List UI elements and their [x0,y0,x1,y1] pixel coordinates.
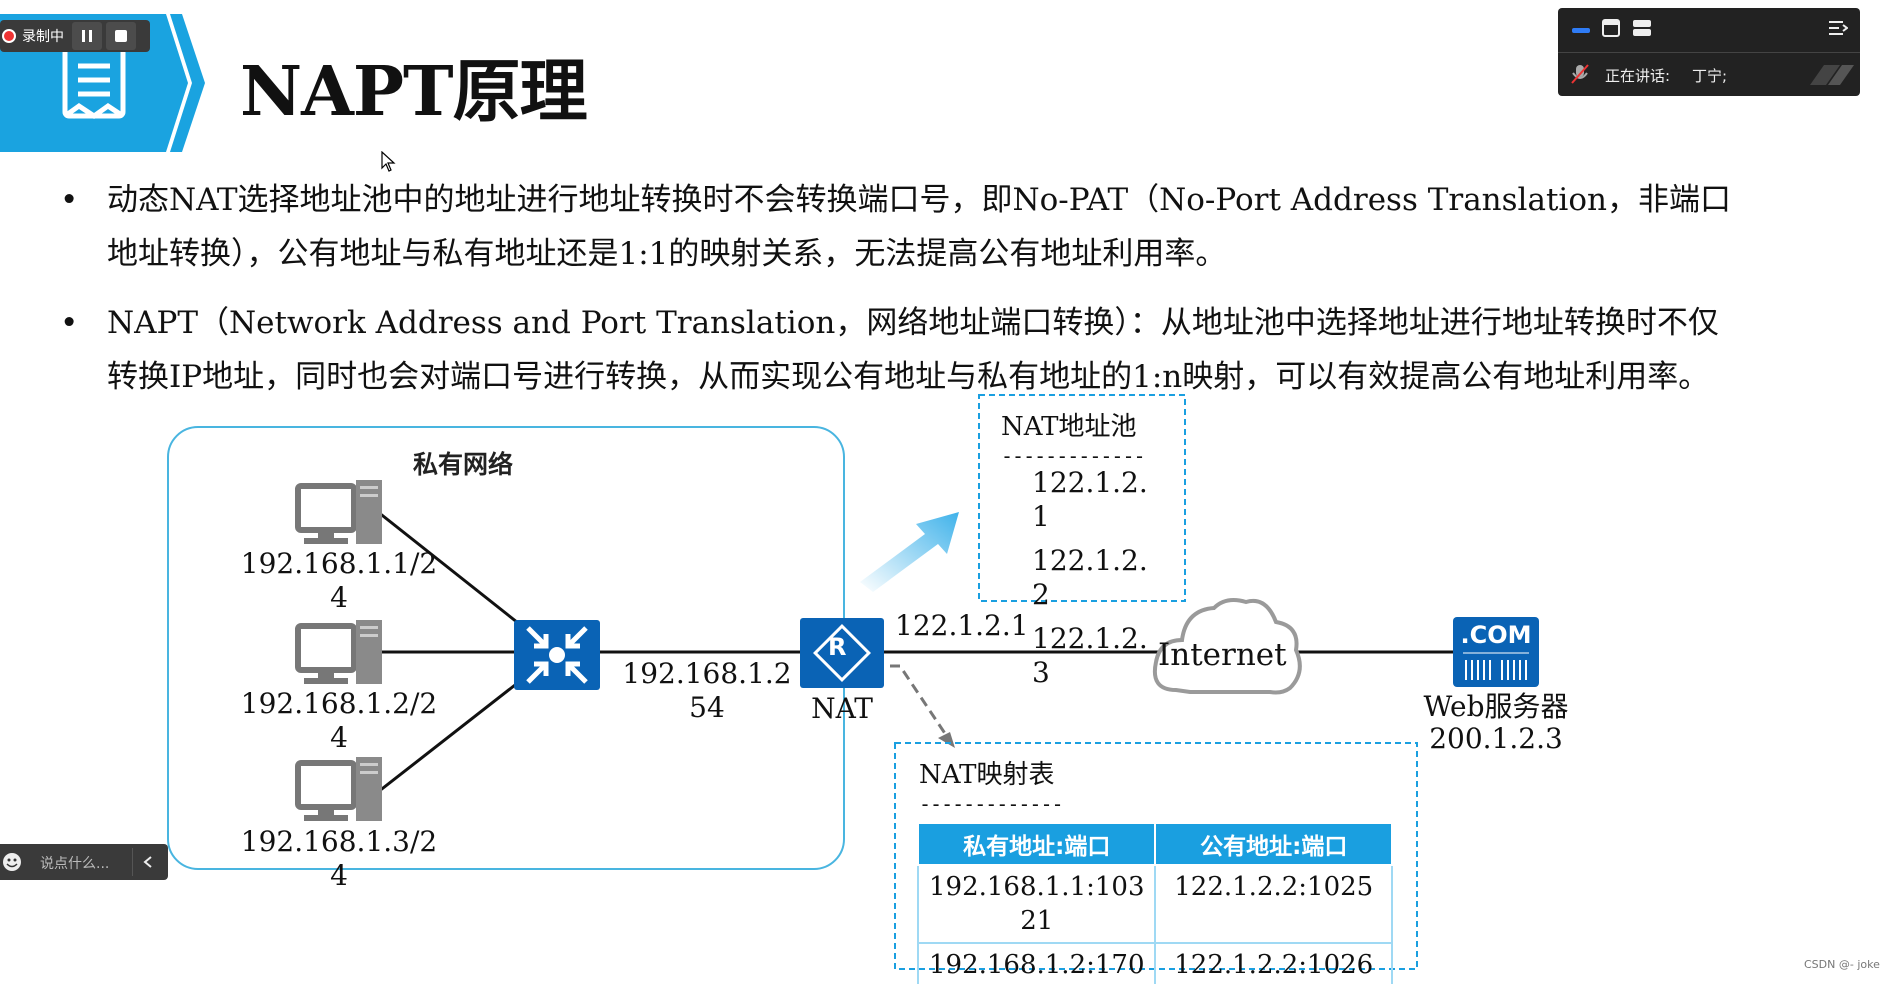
speaking-label: 正在讲话: [1605,67,1671,85]
recording-controls: 录制中 [0,20,150,52]
chevron-left-icon[interactable] [142,855,154,869]
table-header-row: 私有地址:端口 公有地址:端口 [917,822,1393,866]
cell-line: 21 [1020,906,1054,936]
table-cell: 192.168.1.2:170 87 [917,942,1157,984]
table-row: 192.168.1.2:170 87 122.1.2.2:1026 [917,942,1393,984]
pool-entry-line: 1 [1032,500,1050,533]
nat-map-box [894,742,1418,970]
host-ip-line: 4 [330,721,348,754]
bullet-text: 动态NAT选择地址池中的地址进行地址转换时不会转换端口号，即No-PAT（No-… [107,173,1827,281]
nat-pool-title: NAT地址池 [1001,412,1137,442]
bullet-line: 地址转换），公有地址与私有地址还是1:1的映射关系，无法提高公有地址利用率。 [107,236,1227,272]
chat-input[interactable]: 说点什么... [40,856,110,872]
bullet-text: NAPT（Network Address and Port Translatio… [107,296,1827,404]
watermark: CSDN @- joke [1804,958,1880,971]
host-ip-line: 192.168.1.3/2 [240,825,438,858]
speaker-name: 丁宁; [1692,67,1728,85]
pool-entry-line: 122.1.2. [1032,466,1148,499]
pc-icon [295,757,382,821]
list-view-icon[interactable] [1632,19,1652,37]
meeting-panel: 正在讲话: 丁宁; [1558,8,1860,96]
bullet-line: 动态NAT选择地址池中的地址进行地址转换时不会转换端口号，即No-PAT（No-… [107,182,1731,218]
host-ip-line: 192.168.1.2/2 [240,687,438,720]
map-arrow [890,664,950,739]
pool-entry-line: 2 [1032,578,1050,611]
column-header: 私有地址:端口 [917,822,1157,866]
private-network-box [167,426,845,870]
server-name: Web服务器 [1423,690,1569,723]
table-cell: 122.1.2.2:1025 [1154,864,1393,944]
web-server-icon [1453,617,1539,687]
chat-bar: 说点什么... [0,844,168,880]
internet-cloud-icon [1153,598,1302,695]
bullet-line: NAPT（Network Address and Port Translatio… [107,305,1719,341]
pool-arrow-icon [860,512,959,592]
bullet-marker: • [60,182,79,218]
recording-status-label: 录制中 [22,29,64,45]
router-letter: R [828,633,847,661]
stop-icon [115,30,127,42]
nat-pool-entry: 122.1.2. 3 [1032,622,1148,690]
minimize-icon[interactable] [1572,24,1590,36]
gateway-ip-line: 192.168.1.2 [622,657,792,690]
stop-recording-button[interactable] [106,22,136,50]
nat-map-separator: ------------- [919,792,1064,816]
gateway-ip-line: 54 [689,691,725,724]
collapse-panel-icon[interactable] [1828,19,1848,37]
mouse-cursor-icon [381,151,396,172]
cell-line: 192.168.1.1:103 [928,872,1145,902]
server-badge: .COM [1460,621,1532,649]
server-ip: 200.1.2.3 [1429,722,1563,755]
router-icon [800,618,884,688]
window-icon[interactable] [1602,19,1620,37]
recording-dot-icon [2,29,16,43]
pause-recording-button[interactable] [72,22,102,50]
router-label: NAT [811,692,873,725]
table-cell: 122.1.2.2:1026 [1154,942,1393,984]
column-header: 公有地址:端口 [1154,822,1393,866]
table-row: 192.168.1.1:103 21 122.1.2.2:1025 [917,864,1393,944]
switch-icon [514,620,600,690]
bullet-line: 转换IP地址，同时也会对端口号进行转换，从而实现公有地址与私有地址的1:n映射，… [107,359,1710,395]
pool-entry-line: 122.1.2. [1032,622,1148,655]
pause-icon [82,30,92,42]
chat-divider [132,848,133,876]
public-ip-label: 122.1.2.1 [895,609,1029,642]
slide-title: NAPT原理 [240,52,588,132]
host-ip-label: 192.168.1.2/2 4 [236,687,442,755]
gateway-ip-label: 192.168.1.2 54 [616,657,798,725]
nat-pool-entry: 122.1.2. 1 [1032,466,1148,534]
host-ip-line: 4 [330,859,348,892]
host-ip-label: 192.168.1.1/2 4 [236,547,442,615]
cell-line: 192.168.1.2:170 [928,950,1145,980]
microphone-muted-icon[interactable] [1570,63,1590,85]
nat-pool-separator: ------------- [1001,444,1146,468]
bullet-marker: • [60,305,79,341]
pool-entry-line: 122.1.2. [1032,544,1148,577]
table-cell: 192.168.1.1:103 21 [917,864,1157,944]
emoji-icon[interactable] [2,852,22,872]
nat-map-table-wrap: 私有地址:端口 公有地址:端口 192.168.1.1:103 21 122.1… [917,822,1393,984]
internet-label: Internet [1158,637,1287,673]
nat-map-title: NAT映射表 [919,760,1055,790]
pc-icon [295,620,382,684]
host-ip-line: 4 [330,581,348,614]
private-network-label: 私有网络 [413,450,514,479]
nat-map-table: 私有地址:端口 公有地址:端口 192.168.1.1:103 21 122.1… [917,822,1393,984]
signal-logo-icon [1810,65,1854,85]
nat-pool-box [978,394,1186,602]
nat-pool-entry: 122.1.2. 2 [1032,544,1148,612]
pc-icon [295,480,382,544]
host-ip-label: 192.168.1.3/2 4 [236,825,442,893]
pool-entry-line: 3 [1032,656,1050,689]
host-ip-line: 192.168.1.1/2 [240,547,438,580]
